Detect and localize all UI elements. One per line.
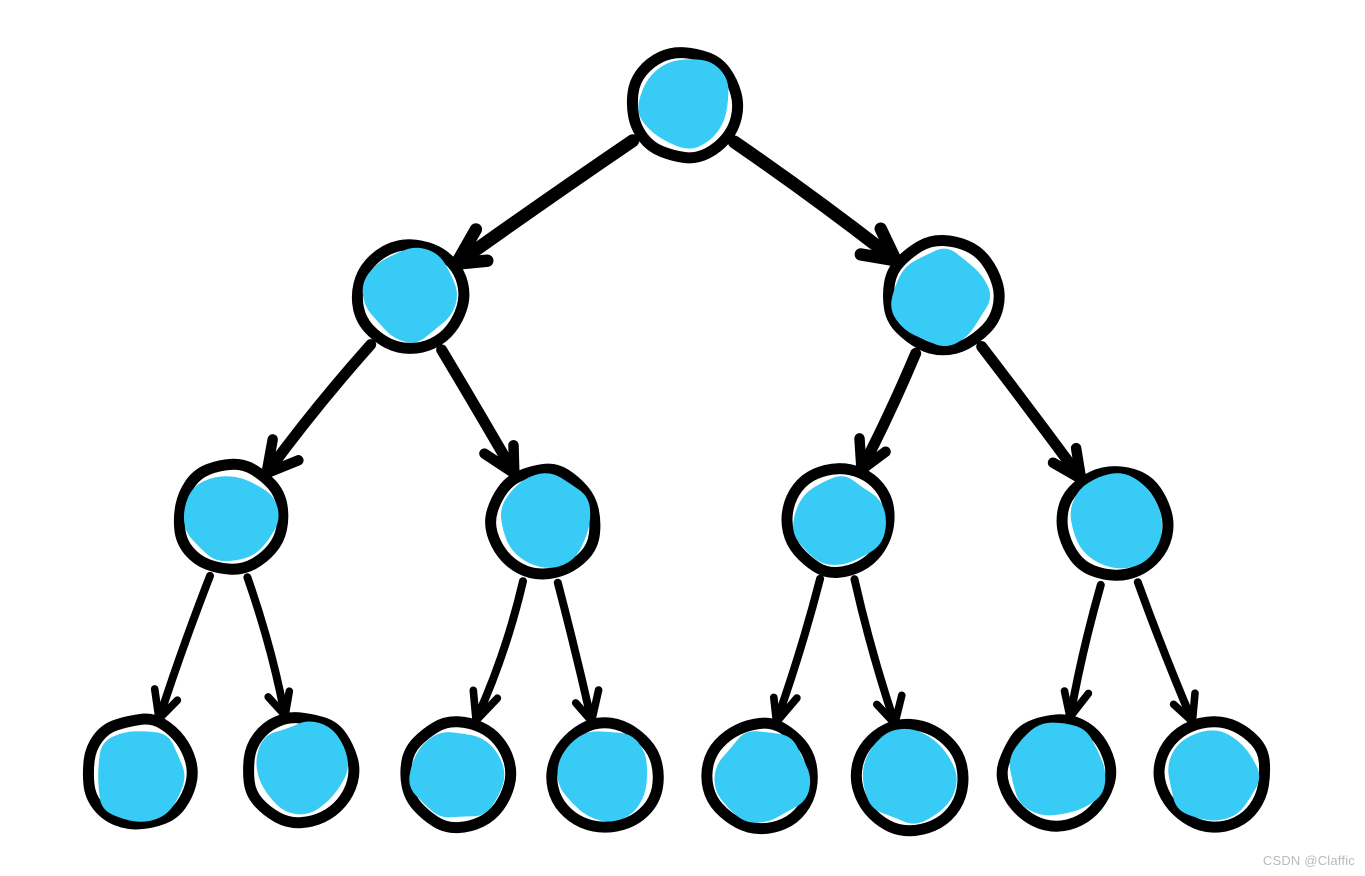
- tree-edge-R-RL: [854, 347, 922, 475]
- tree-edge-root-R: [727, 135, 902, 267]
- watermark: CSDN @Claffic: [1262, 853, 1355, 868]
- tree-edge-LL-LLR: [243, 573, 294, 720]
- tree-node-LLL: [82, 713, 198, 830]
- tree-edge-L-LR: [436, 344, 520, 479]
- tree-node-RR: [1056, 466, 1174, 581]
- tree-node-L: [351, 239, 470, 354]
- tree-node-root: [626, 47, 744, 164]
- tree-edge-LR-LRR: [553, 578, 603, 725]
- tree-edge-LR-LRL: [469, 577, 527, 725]
- tree-node-LLR: [243, 712, 360, 829]
- tree-node-R: [883, 234, 1005, 356]
- tree-node-RLL: [701, 717, 818, 835]
- tree-edge-L-LL: [261, 339, 377, 479]
- tree-node-RL: [781, 463, 895, 579]
- tree-edge-RL-RLR: [850, 575, 906, 728]
- tree-node-RRR: [1153, 716, 1271, 833]
- tree-node-LRR: [546, 717, 664, 833]
- tree-edge-root-L: [450, 134, 640, 270]
- tree-edge-R-RR: [976, 341, 1087, 485]
- tree-node-RRL: [996, 714, 1117, 832]
- tree-node-RLR: [850, 718, 969, 837]
- tree-node-LL: [173, 458, 289, 575]
- tree-node-LR: [485, 463, 601, 580]
- tree-edge-RL-RLL: [770, 574, 825, 726]
- tree-edge-LL-LLL: [150, 571, 214, 723]
- tree-edge-RR-RRL: [1060, 580, 1105, 721]
- tree-edge-RR-RRR: [1133, 578, 1199, 726]
- tree-node-LRL: [400, 716, 517, 834]
